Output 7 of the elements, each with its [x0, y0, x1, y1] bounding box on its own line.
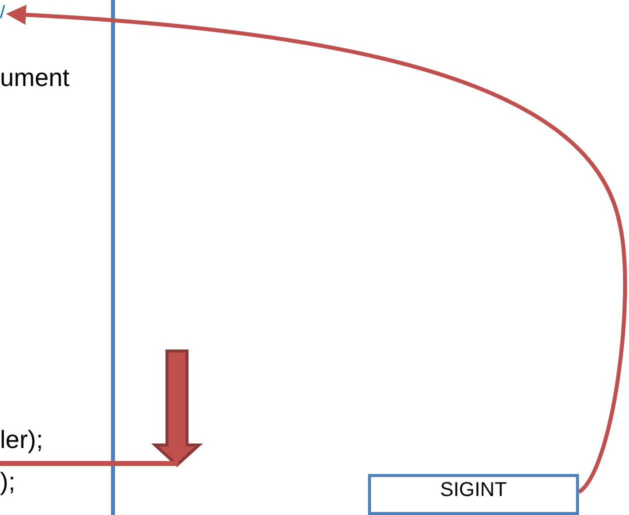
code-text: / [0, 2, 8, 22]
code-text: ler); [0, 428, 44, 453]
process-box [368, 474, 579, 515]
node-label: SIGINT [440, 480, 507, 500]
code-text: ); [0, 470, 16, 495]
code-text: ument [0, 66, 70, 91]
arrow [6, 4, 627, 494]
